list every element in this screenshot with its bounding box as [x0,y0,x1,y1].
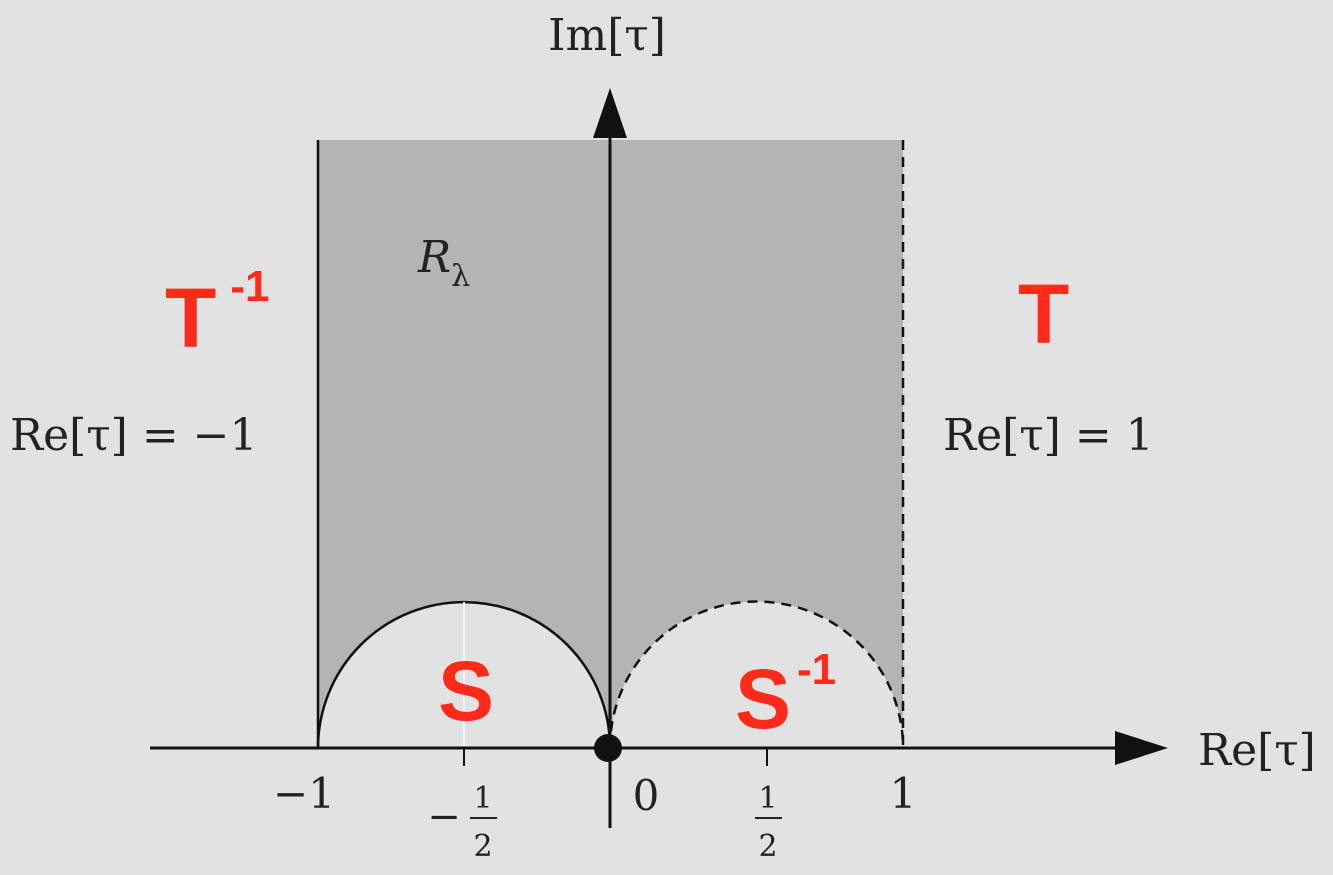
region-label-base: R [417,232,451,283]
left-boundary-label: Re[τ] = −1 [10,410,258,461]
tick-label-half-numerator: 1 [758,781,777,816]
right-boundary-label: Re[τ] = 1 [943,410,1154,461]
s-inverse-base: S [735,652,791,746]
region-label-subscript: λ [451,259,470,294]
tick-label-one: 1 [890,769,917,818]
origin-dot [594,734,622,762]
t-label: T [1018,267,1069,361]
imaginary-axis-arrowhead [593,88,627,138]
t-inverse-label: T -1 [165,262,269,365]
right-arc-dashed [608,600,905,749]
t-inverse-superscript: -1 [230,262,269,311]
tick-label-minus-half-denominator: 2 [473,829,492,864]
s-inverse-superscript: -1 [797,645,836,694]
tick-label-minus-half-sign: − [427,794,461,840]
tick-label-zero: 0 [633,771,660,820]
y-axis-label: Im[τ] [548,10,666,61]
t-inverse-base: T [165,271,216,365]
region-label: Rλ [417,232,470,294]
s-label: S [438,644,494,738]
tick-label-minus-half-numerator: 1 [473,781,492,816]
s-inverse-label: S-1 [735,645,836,746]
tick-label-half-denominator: 2 [758,829,777,864]
tick-label-minus-one: −1 [273,769,335,818]
real-axis-arrowhead [1115,731,1168,765]
x-axis-label: Re[τ] [1198,725,1316,776]
